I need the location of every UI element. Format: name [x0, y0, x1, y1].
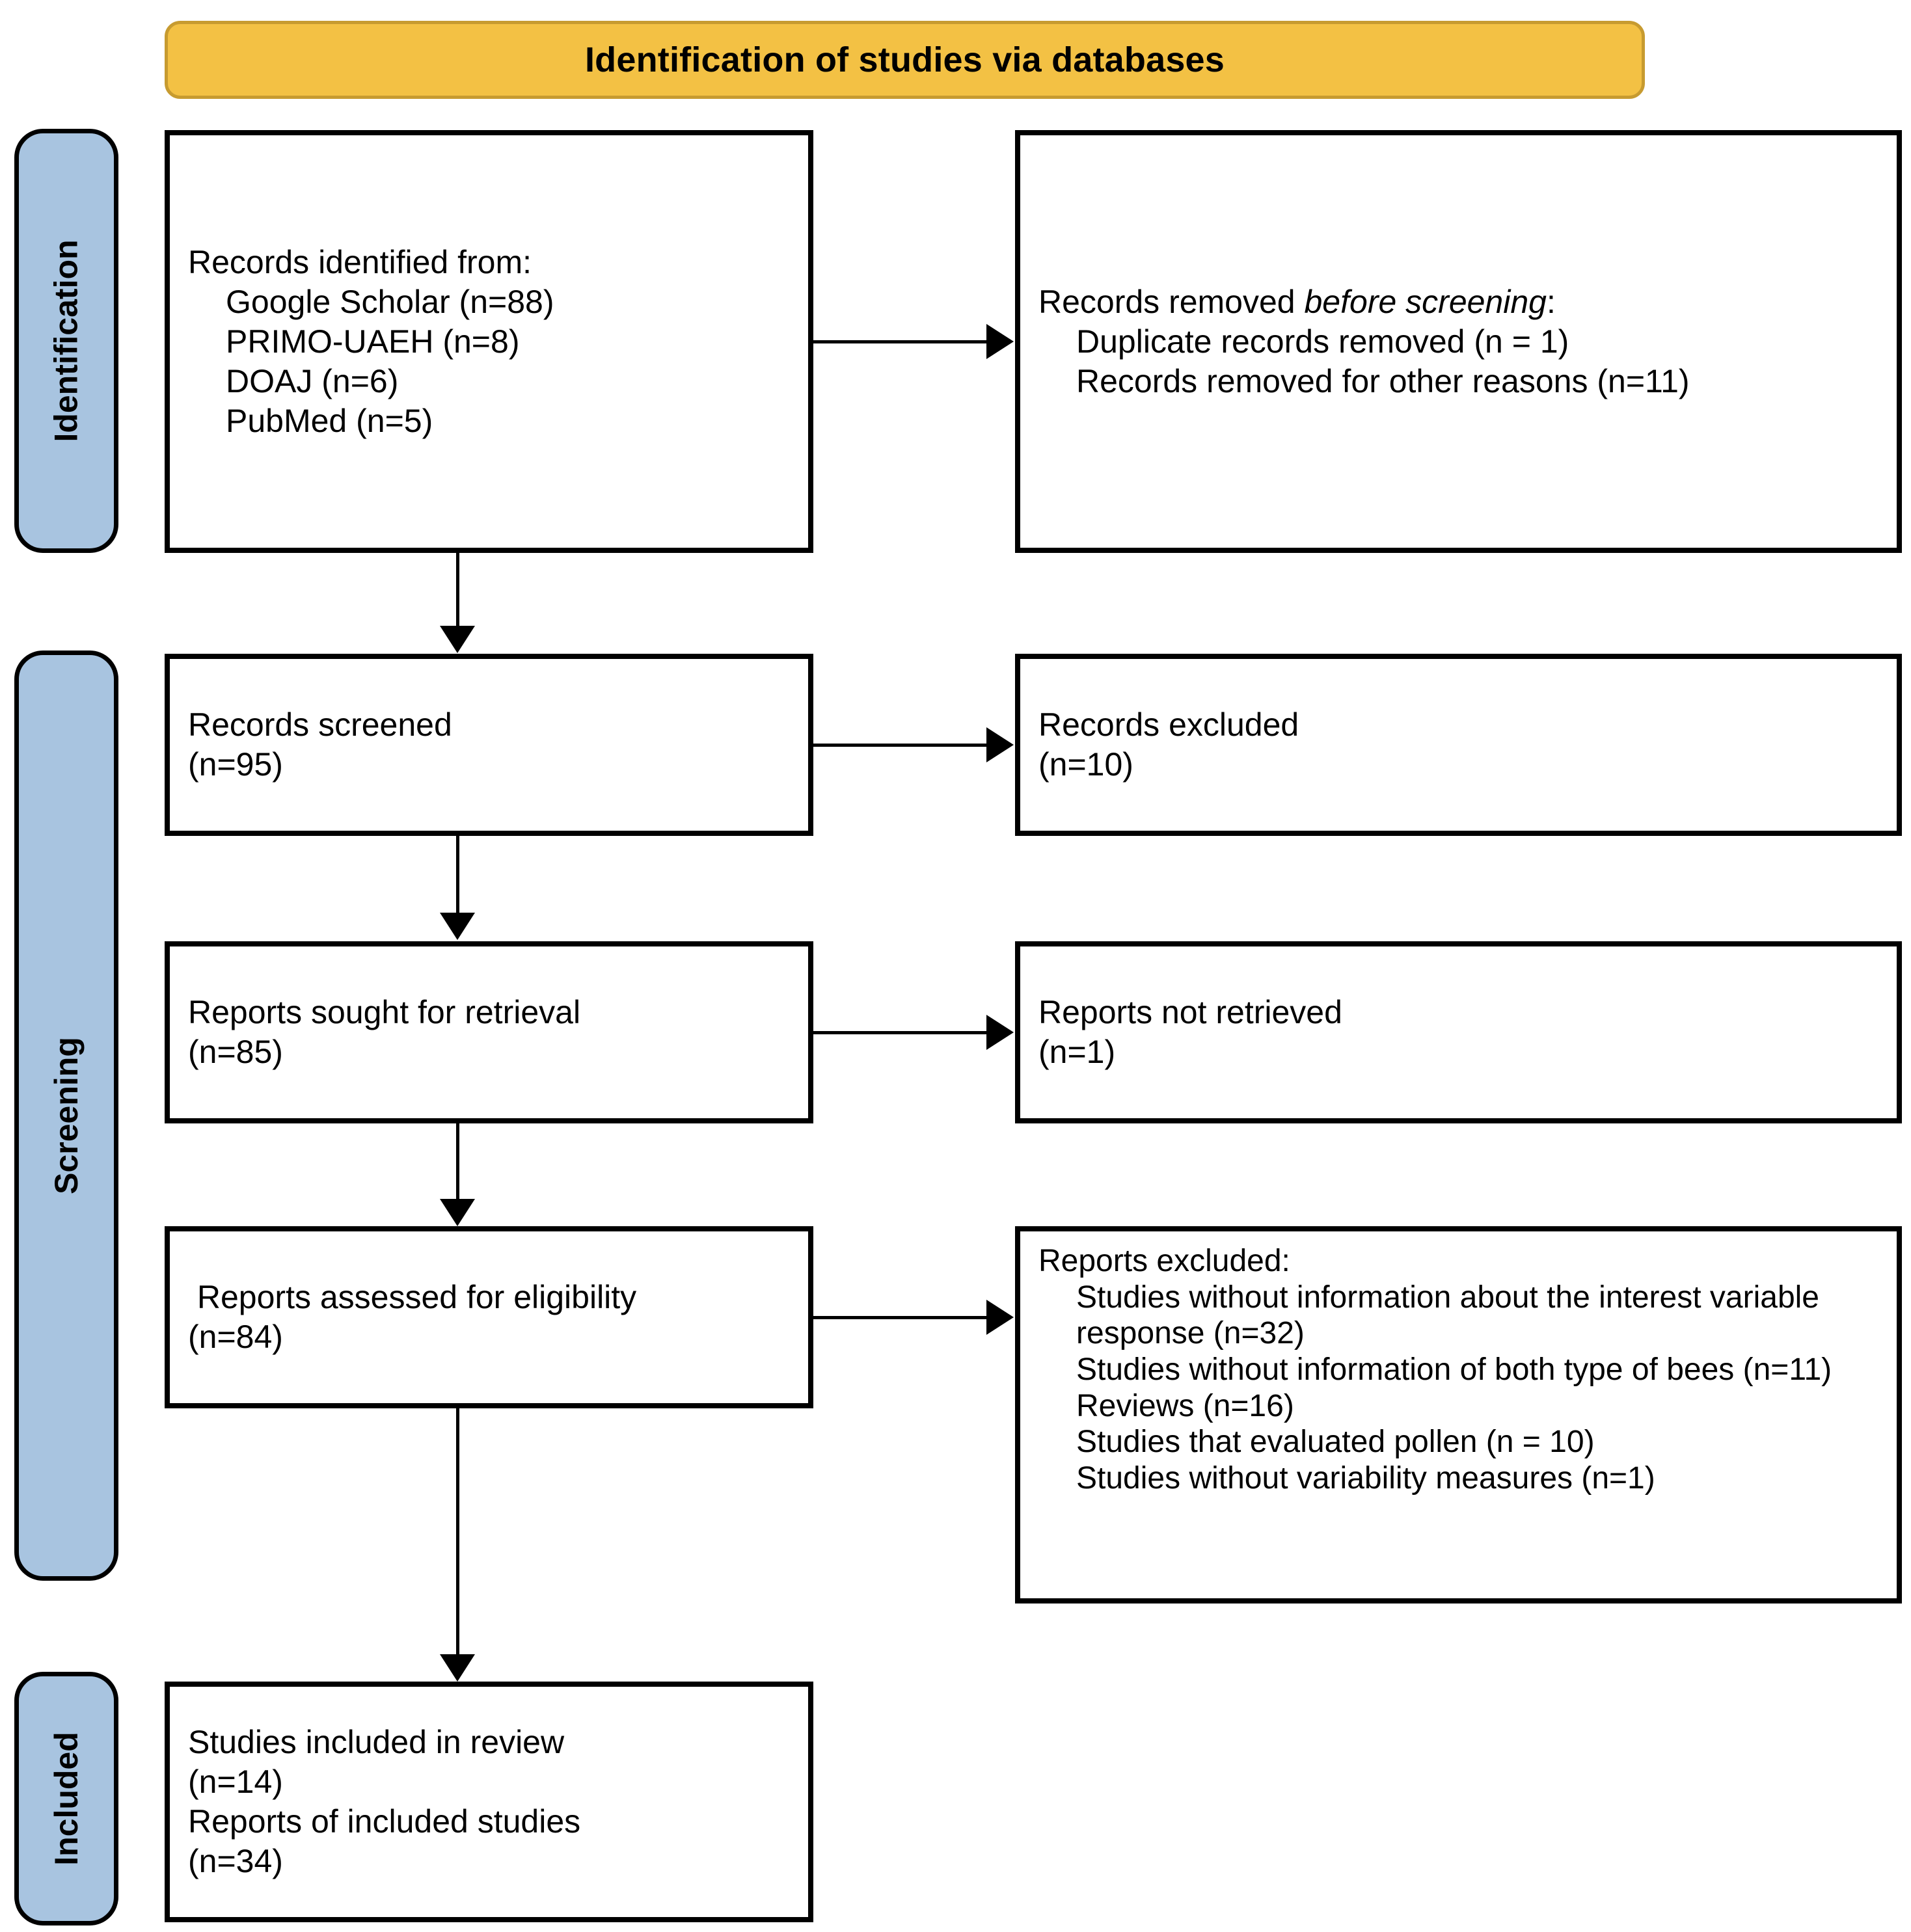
box-records-identified: Records identified from: Google Scholar … — [165, 130, 813, 553]
connector-sought-to-assessed-line — [456, 1123, 459, 1200]
reports-excluded-heading: Reports excluded: — [1038, 1244, 1290, 1278]
box-reports-sought-content: Reports sought for retrieval (n=85) — [170, 993, 808, 1072]
records-excluded-count: (n=10) — [1038, 746, 1133, 783]
records-removed-heading: Records removed before screening: — [1038, 282, 1878, 322]
box-records-excluded-content: Records excluded (n=10) — [1020, 705, 1897, 785]
box-reports-assessed: Reports assessed for eligibility (n=84) — [165, 1226, 813, 1408]
reports-not-retrieved-label: Reports not retrieved — [1038, 994, 1342, 1030]
connector-sought-to-assessed-arrow-icon — [440, 1199, 475, 1226]
box-records-excluded: Records excluded (n=10) — [1015, 654, 1902, 836]
reports-excluded-reason-both-bee-types: Studies without information of both type… — [1076, 1352, 1832, 1388]
stage-label-included: Included — [14, 1672, 118, 1925]
page-title: Identification of studies via databases — [584, 40, 1225, 79]
connector-identified-to-screened-line — [456, 553, 459, 630]
studies-included-label: Studies included in review — [188, 1724, 565, 1760]
records-removed-duplicates: Duplicate records removed (n = 1) — [1076, 323, 1569, 360]
stage-label-screening-text: Screening — [48, 1037, 85, 1194]
records-removed-other-reasons: Records removed for other reasons (n=11) — [1076, 362, 1690, 399]
connector-assessed-to-repexcluded-line — [813, 1316, 988, 1319]
connector-identified-to-screened-arrow-icon — [440, 626, 475, 653]
connector-sought-to-notretrieved-line — [813, 1031, 988, 1034]
studies-included-count: (n=14) — [188, 1764, 283, 1800]
connector-identified-to-removed-line — [813, 340, 988, 343]
box-records-screened: Records screened (n=95) — [165, 654, 813, 836]
box-reports-not-retrieved: Reports not retrieved (n=1) — [1015, 941, 1902, 1123]
reports-assessed-label: Reports assessed for eligibility — [188, 1279, 637, 1315]
records-removed-heading-italic: before screening — [1304, 283, 1547, 320]
reports-included-count: (n=34) — [188, 1843, 283, 1879]
box-records-removed: Records removed before screening: Duplic… — [1015, 130, 1902, 553]
box-reports-assessed-content: Reports assessed for eligibility (n=84) — [170, 1278, 808, 1357]
records-identified-heading: Records identified from: — [188, 243, 532, 280]
connector-sought-to-notretrieved-arrow-icon — [986, 1015, 1014, 1050]
records-excluded-label: Records excluded — [1038, 706, 1299, 743]
connector-screened-to-sought-line — [456, 836, 459, 914]
connector-assessed-to-included-arrow-icon — [440, 1654, 475, 1682]
box-records-identified-content: Records identified from: Google Scholar … — [170, 243, 808, 441]
box-reports-not-retrieved-content: Reports not retrieved (n=1) — [1020, 993, 1897, 1072]
header-banner: Identification of studies via databases — [165, 21, 1645, 99]
reports-excluded-reason-variability: Studies without variability measures (n=… — [1076, 1461, 1655, 1496]
records-screened-count: (n=95) — [188, 746, 283, 783]
records-identified-source-doaj: DOAJ (n=6) — [226, 362, 399, 399]
records-identified-source-google-scholar: Google Scholar (n=88) — [226, 283, 554, 320]
connector-identified-to-removed-arrow-icon — [986, 324, 1014, 359]
reports-excluded-reason-interest-variable: Studies without information about the in… — [1076, 1280, 1819, 1351]
box-reports-excluded-reasons: Reports excluded: Studies without inform… — [1015, 1226, 1902, 1603]
box-records-screened-content: Records screened (n=95) — [170, 705, 808, 785]
reports-not-retrieved-count: (n=1) — [1038, 1034, 1116, 1070]
box-studies-included-content: Studies included in review (n=14) Report… — [170, 1723, 808, 1881]
stage-label-included-text: Included — [48, 1732, 85, 1866]
records-removed-heading-prefix: Records removed — [1038, 283, 1305, 320]
records-identified-source-primo-uaeh: PRIMO-UAEH (n=8) — [226, 323, 520, 360]
box-reports-excluded-reasons-content: Reports excluded: Studies without inform… — [1020, 1243, 1897, 1497]
stage-label-screening: Screening — [14, 651, 118, 1581]
box-records-removed-content: Records removed before screening: Duplic… — [1020, 282, 1897, 401]
reports-included-label: Reports of included studies — [188, 1803, 581, 1840]
connector-screened-to-sought-arrow-icon — [440, 913, 475, 940]
stage-label-identification: Identification — [14, 129, 118, 553]
stage-label-identification-text: Identification — [48, 239, 85, 442]
connector-screened-to-excluded-line — [813, 744, 988, 747]
connector-screened-to-excluded-arrow-icon — [986, 727, 1014, 762]
records-screened-label: Records screened — [188, 706, 452, 743]
records-removed-heading-suffix: : — [1546, 283, 1556, 320]
reports-excluded-reason-pollen: Studies that evaluated pollen (n = 10) — [1076, 1425, 1595, 1460]
reports-excluded-reason-reviews: Reviews (n=16) — [1076, 1388, 1294, 1423]
reports-sought-label: Reports sought for retrieval — [188, 994, 581, 1030]
connector-assessed-to-repexcluded-arrow-icon — [986, 1300, 1014, 1335]
records-identified-source-pubmed: PubMed (n=5) — [226, 402, 433, 439]
box-studies-included: Studies included in review (n=14) Report… — [165, 1682, 813, 1922]
connector-assessed-to-included-line — [456, 1408, 459, 1656]
reports-assessed-count: (n=84) — [188, 1319, 283, 1355]
reports-sought-count: (n=85) — [188, 1034, 283, 1070]
box-reports-sought: Reports sought for retrieval (n=85) — [165, 941, 813, 1123]
